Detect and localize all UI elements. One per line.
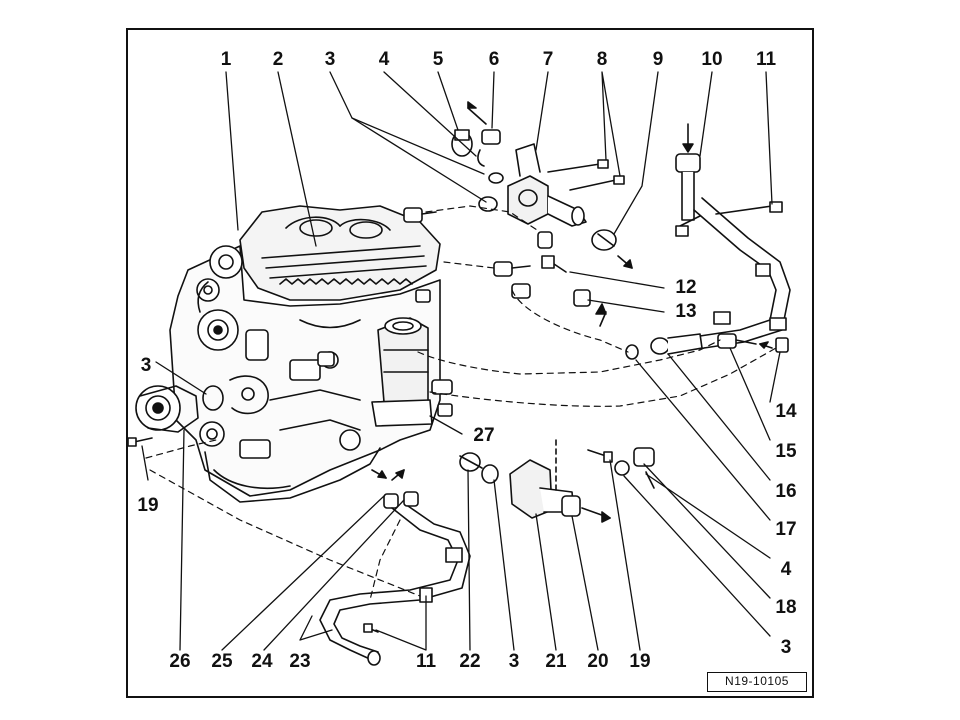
callout-label: 20 (587, 651, 609, 672)
callout-label: 4 (378, 49, 390, 70)
lower-flange-parts (459, 439, 655, 523)
assembly-guide-lines (145, 205, 777, 601)
callout-label: 19 (629, 651, 651, 672)
callout-label: 11 (755, 49, 777, 70)
figure-reference-code: N19-10105 (707, 672, 807, 692)
coolant-pump (127, 385, 225, 447)
callout-label: 17 (775, 519, 797, 540)
callout-label: 3 (780, 637, 792, 658)
callout-label: 23 (289, 651, 311, 672)
callout-label: 3 (140, 355, 152, 376)
callout-label: 16 (775, 481, 797, 502)
callout-label: 21 (545, 651, 567, 672)
callout-label: 7 (542, 49, 554, 70)
heater-hose (319, 469, 471, 666)
callout-label: 9 (652, 49, 664, 70)
callout-label: 22 (459, 651, 481, 672)
callout-label: 11 (415, 651, 437, 672)
sensor-cluster (317, 207, 607, 417)
callout-label: 10 (701, 49, 723, 70)
callout-label: 6 (488, 49, 500, 70)
coolant-pipe-assembly (625, 123, 791, 360)
callout-label: 24 (251, 651, 273, 672)
callout-label: 3 (324, 49, 336, 70)
callout-label: 19 (137, 495, 159, 516)
callout-label: 1 (220, 49, 232, 70)
leader-lines (141, 71, 781, 651)
thermostat-housing-parts (451, 101, 633, 269)
callout-label: 27 (473, 425, 495, 446)
engine-block (169, 205, 441, 503)
callout-label: 13 (675, 301, 697, 322)
callout-label: 8 (596, 49, 608, 70)
callout-label: 3 (508, 651, 520, 672)
callout-label: 26 (169, 651, 191, 672)
callout-label: 25 (211, 651, 233, 672)
callout-label: 18 (775, 597, 797, 618)
callout-label: 5 (432, 49, 444, 70)
callout-label: 2 (272, 49, 284, 70)
callout-label: 12 (675, 277, 697, 298)
callout-label: 14 (775, 401, 797, 422)
callout-label: 15 (775, 441, 797, 462)
callout-label: 4 (780, 559, 792, 580)
